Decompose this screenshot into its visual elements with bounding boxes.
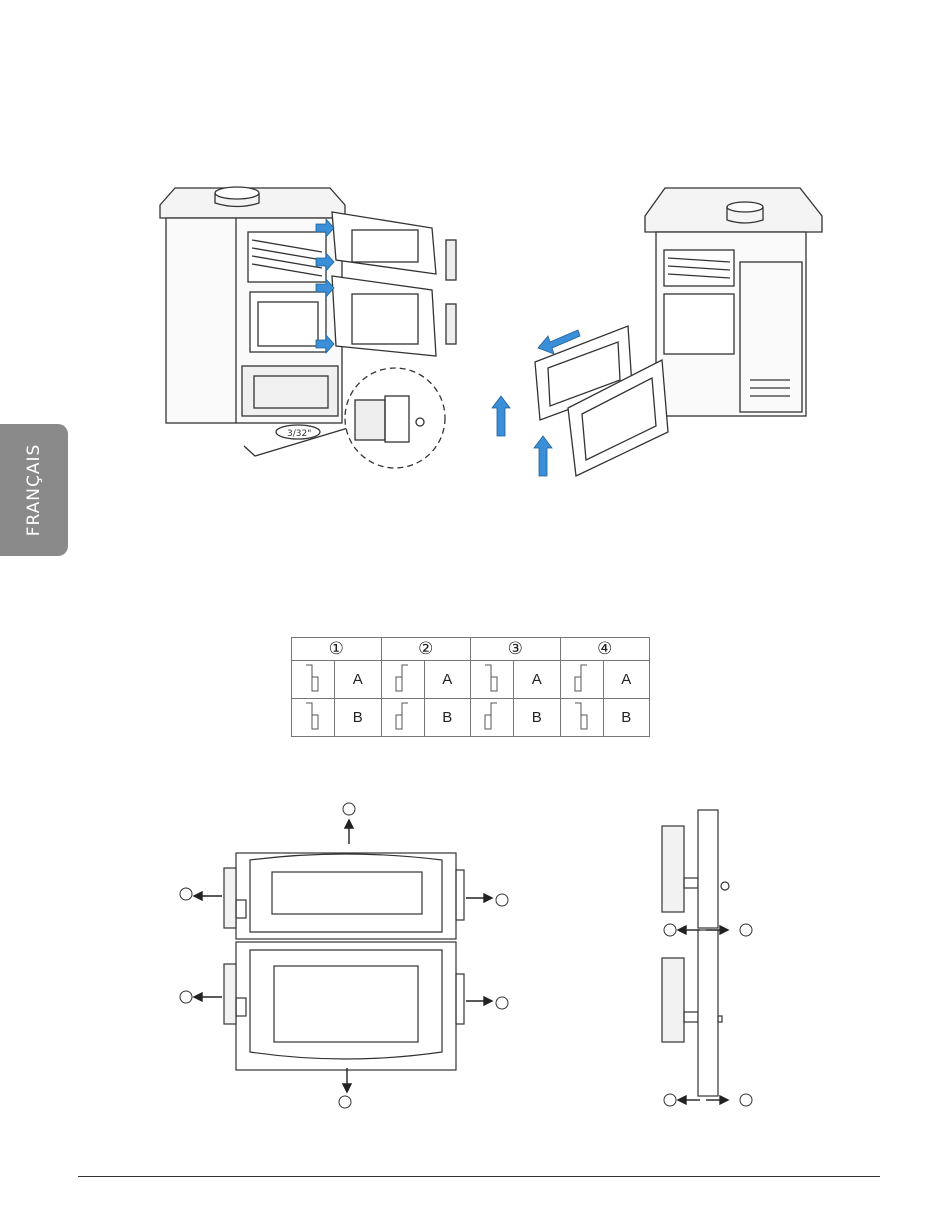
header-3: ③ <box>471 638 561 661</box>
hinge-icon <box>560 699 603 737</box>
table-cell: B <box>424 699 471 737</box>
hinge-icon <box>292 699 335 737</box>
table-cell: A <box>424 661 471 699</box>
table-row: A A A A <box>292 661 650 699</box>
hinge-configuration-table: ① ② ③ ④ A A A A B B B B <box>291 637 650 737</box>
door-front-view-illustration <box>0 780 950 1180</box>
hinge-icon <box>292 661 335 699</box>
header-4: ④ <box>560 638 650 661</box>
hinge-icon <box>381 699 424 737</box>
hinge-icon <box>471 699 514 737</box>
table-cell: B <box>514 699 561 737</box>
hinge-icon <box>560 661 603 699</box>
table-header-row: ① ② ③ ④ <box>292 638 650 661</box>
header-2: ② <box>381 638 471 661</box>
hinge-icon <box>471 661 514 699</box>
tool-size-label: 3/32" <box>287 429 311 439</box>
table-cell: A <box>514 661 561 699</box>
table-row: B B B B <box>292 699 650 737</box>
table-cell: B <box>335 699 382 737</box>
footer-divider <box>78 1176 880 1177</box>
table-cell: B <box>603 699 650 737</box>
hinge-icon <box>381 661 424 699</box>
table-cell: A <box>335 661 382 699</box>
header-1: ① <box>292 638 382 661</box>
table-cell: A <box>603 661 650 699</box>
stove-hinge-illustration: 3/32" <box>0 0 950 600</box>
